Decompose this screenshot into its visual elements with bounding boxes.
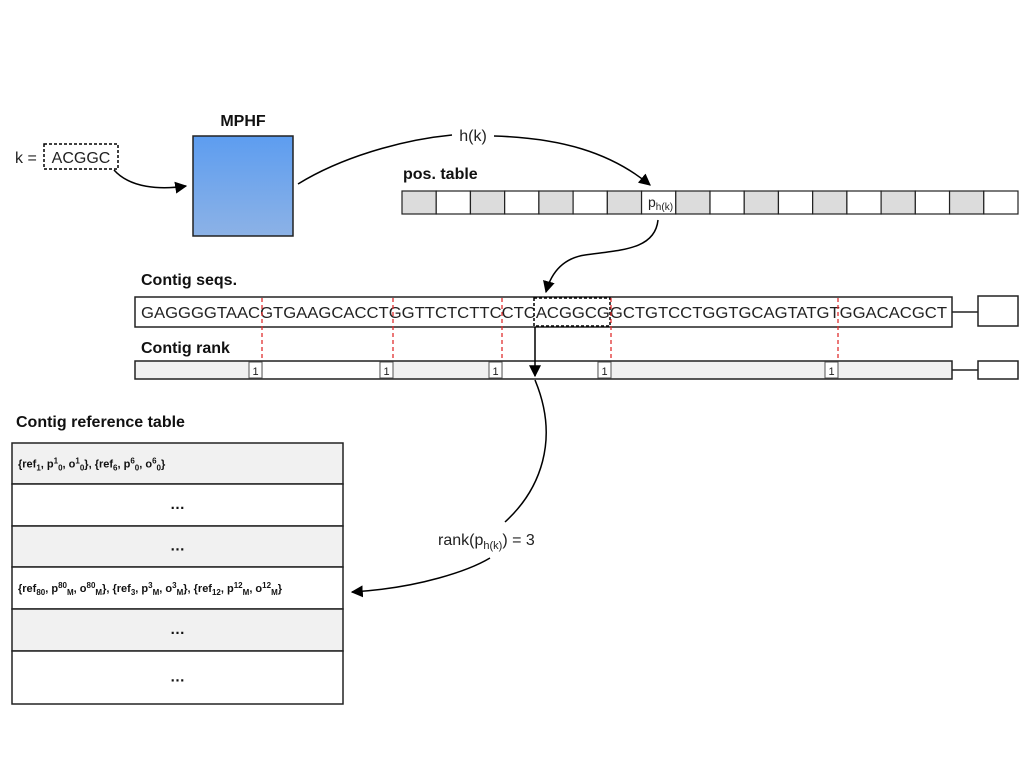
rank-bit-box [488, 361, 503, 379]
pos-pointer-label: ph(k) [648, 194, 673, 213]
hash-arrow-right [493, 135, 651, 186]
ref-table-cell-text: … [170, 669, 185, 686]
contig-seqs-title: Contig seqs. [141, 272, 237, 289]
hash-arrow-left [297, 134, 453, 185]
query-to-mphf-arrow [113, 169, 188, 194]
ref-table-title: Contig reference table [16, 414, 185, 431]
pos-table-cell [469, 190, 506, 215]
pos-table [401, 190, 1019, 215]
pos-table-cell [880, 190, 916, 215]
rank-bit: 1 [252, 366, 258, 378]
ref-table-row [11, 525, 344, 568]
ref-table-cell-text: … [170, 538, 185, 555]
matched-kmer-box [533, 297, 611, 327]
pos-table-cell [606, 190, 643, 215]
rank-bit-box [379, 361, 394, 379]
ref-table-row [11, 483, 344, 527]
rank-segment [263, 362, 379, 378]
pos-table-cell [504, 190, 540, 215]
hash-label: h(k) [459, 128, 487, 145]
contig-boundaries [261, 298, 839, 361]
ref-table-row [11, 566, 344, 610]
rank-bit: 1 [383, 366, 389, 378]
pos-table-cell [812, 190, 848, 215]
pos-table-cell [983, 190, 1019, 215]
pos-table-cell [538, 190, 574, 215]
pos-to-contig-arrow [543, 219, 659, 294]
query-prefix: k = [15, 150, 37, 167]
rank-bit-box [824, 361, 839, 379]
pos-table-cell [846, 190, 882, 215]
rank-segments: 1 1 1 1 1 [248, 361, 839, 379]
rank-bit: 1 [828, 366, 834, 378]
ref-table-row [11, 608, 344, 652]
contig-seqs-box [134, 296, 953, 328]
rank-bit: 1 [492, 366, 498, 378]
ref-table-cell-text: {ref1, p10, o10}, {ref6, p60, o60} [18, 457, 166, 473]
rank-bit-box [597, 361, 612, 379]
query-kmer-box [43, 143, 119, 170]
query-kmer: ACGGC [52, 150, 111, 167]
ref-table-cell-text: {ref80, p80M, o80M}, {ref3, p3M, o3M}, {… [18, 581, 283, 597]
ref-table-row [11, 442, 344, 485]
contig-rank-next-box [977, 360, 1019, 380]
rank-arrow-upper [504, 379, 547, 523]
ref-table-row [11, 650, 344, 705]
pos-table-cell [675, 190, 711, 215]
pos-table-title: pos. table [403, 166, 478, 183]
pos-table-cell [401, 190, 437, 215]
mphf-title: MPHF [220, 113, 266, 130]
rank-segment [503, 362, 597, 378]
pos-table-cell [914, 190, 951, 215]
pos-table-cell [743, 190, 780, 215]
ref-table-cell-text: … [170, 496, 185, 513]
ref-table-cell-text: … [170, 621, 185, 638]
rank-label: rank(ph(k)) = 3 [438, 532, 535, 552]
rank-bit-box [248, 361, 263, 379]
pos-table-cell [777, 190, 814, 215]
rank-arrow-lower [350, 557, 491, 598]
pos-table-cell [709, 190, 745, 215]
rank-bit: 1 [601, 366, 607, 378]
contig-seqs-next-box [977, 295, 1019, 327]
pos-table-cell [948, 190, 985, 215]
pos-table-cell [572, 190, 608, 215]
pos-table-cell [435, 190, 472, 215]
mphf-box [192, 135, 294, 237]
contig-sequence: GAGGGGTAACGTGAAGCACCTGGTTCTCTTCCTCACGGCG… [141, 305, 947, 322]
contig-rank-title: Contig rank [141, 340, 230, 357]
ref-table: {ref1, p10, o10}, {ref6, p60, o60} … … {ref… [11, 442, 344, 705]
